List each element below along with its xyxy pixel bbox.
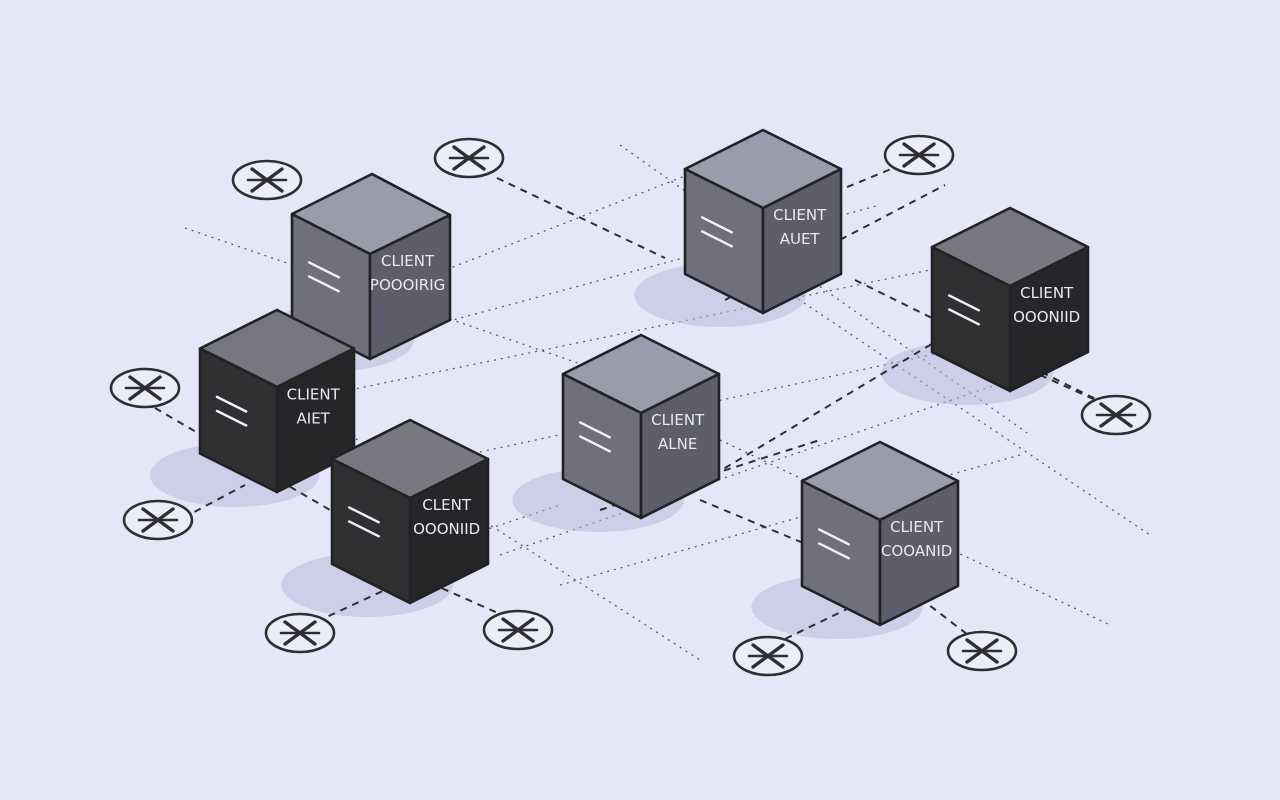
cross-circle-icon [961, 638, 1003, 664]
cross-node-10 [946, 630, 1018, 672]
equals-icon [347, 506, 380, 538]
client-box-7: CLIENT COOANID [800, 440, 960, 627]
equals-icon [947, 294, 980, 326]
dashed-connector [834, 157, 919, 193]
dashed-connector [699, 499, 821, 551]
client-box-5: CLIENT ALNE [561, 333, 721, 520]
cross-circle-icon [279, 620, 321, 646]
box-label-line2: AUET [780, 230, 821, 248]
cross-circle-icon [246, 167, 288, 193]
dotted-line [559, 454, 1021, 586]
box-label-line1: CLIENT [1020, 284, 1074, 302]
equals-icon [700, 216, 733, 248]
box-label-line2: OOONIID [413, 520, 480, 538]
box-label-line1: CLIENT [651, 411, 705, 429]
cross-node-2 [433, 137, 505, 179]
box-right-face [1008, 245, 1090, 393]
client-box-4: CLIENT AIET [198, 308, 356, 494]
cross-node-6 [122, 499, 194, 541]
cross-node-1 [231, 159, 303, 201]
box-label-line2: POOOIRIG [370, 276, 445, 294]
box-label-line1: CLIENT [381, 252, 435, 270]
equals-icon [307, 261, 340, 293]
equals-icon [817, 528, 850, 560]
cross-circle-icon [497, 617, 539, 643]
box-right-face [761, 167, 843, 315]
cross-node-3 [883, 134, 955, 176]
cross-circle-icon [747, 643, 789, 669]
cross-node-5 [1080, 394, 1152, 436]
cross-circle-icon [1095, 402, 1137, 428]
dashed-connector [496, 177, 666, 259]
box-label-line1: CLIENT [773, 206, 827, 224]
cross-node-4 [109, 367, 181, 409]
cross-nodes [109, 134, 1152, 677]
box-right-face [408, 457, 490, 605]
box-label-line1: CLIENT [890, 518, 944, 536]
cross-circle-icon [448, 145, 490, 171]
box-label-line1: CLIENT [287, 385, 341, 403]
cross-node-8 [482, 609, 554, 651]
dashed-connector [429, 582, 526, 626]
cross-circle-icon [898, 142, 940, 168]
dotted-line [419, 169, 701, 281]
client-box-6: CLENT OOONIID [330, 418, 490, 605]
client-box-2: CLIENT AUET [683, 128, 843, 315]
box-label-line2: COOANID [881, 542, 952, 560]
cross-node-9 [732, 635, 804, 677]
dashed-connector [182, 484, 246, 519]
dotted-line [499, 379, 1011, 556]
dotted-line [719, 439, 1111, 626]
box-right-face [368, 213, 452, 361]
dotted-line [349, 269, 931, 391]
client-boxes: CLIENTPOOOIRIGCLIENTAUETCLIENTOOONIIDCLI… [198, 128, 1090, 627]
box-right-face [639, 372, 721, 520]
equals-icon [215, 395, 248, 427]
cross-circle-icon [124, 375, 166, 401]
equals-icon [578, 421, 611, 453]
box-label-line2: ALNE [658, 435, 697, 453]
box-label-line1: CLENT [422, 496, 472, 514]
client-box-3: CLIENT OOONIID [930, 206, 1090, 393]
cross-circle-icon [137, 507, 179, 533]
cross-node-7 [264, 612, 336, 654]
box-right-face [878, 479, 960, 627]
box-label-line2: AIET [297, 409, 331, 427]
client-box-1: CLIENT POOOIRIG [290, 172, 452, 361]
box-label-line2: OOONIID [1013, 308, 1080, 326]
